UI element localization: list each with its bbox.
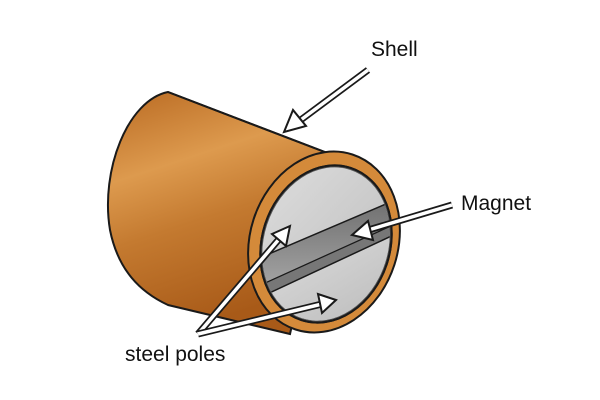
label-steel-poles: steel poles: [125, 343, 226, 366]
label-shell: Shell: [371, 38, 418, 61]
arrow-steel-poles: [195, 224, 338, 338]
label-magnet: Magnet: [461, 192, 532, 215]
arrow-magnet: [349, 201, 454, 242]
arrow-shell: [282, 67, 371, 134]
